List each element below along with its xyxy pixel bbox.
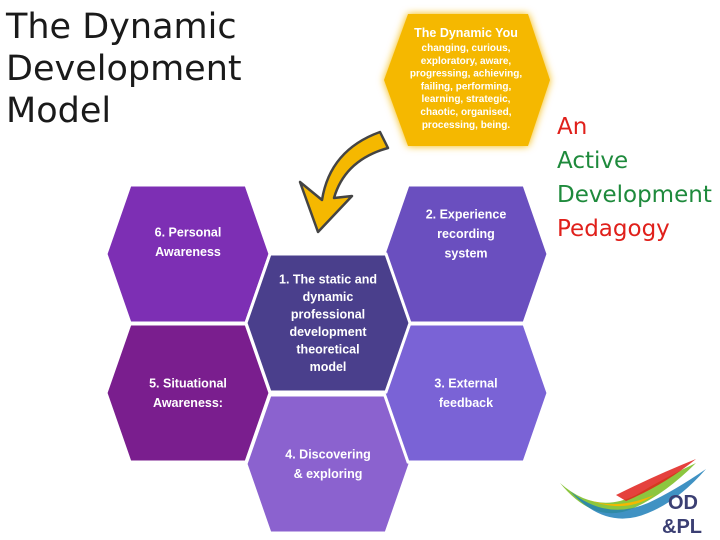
- hexagon-discovering-label: & exploring: [294, 467, 363, 481]
- logo-swoosh-yellow: [586, 495, 654, 507]
- hexagon-experience-label: recording: [437, 227, 495, 241]
- hexagon-center-label: model: [310, 360, 347, 374]
- logo-swoosh-red: [616, 459, 696, 501]
- hexagon-external-label: 3. External: [434, 376, 497, 390]
- title-line-1: The Dynamic: [6, 7, 237, 47]
- dynamic-you-line: chaotic, organised,: [420, 107, 511, 118]
- subtitle: An Active Development Pedagogy: [557, 110, 712, 246]
- hexagon-discovering-shape: [244, 393, 412, 535]
- curved-arrow-shape: [298, 130, 390, 234]
- odpl-logo: OD &PL: [560, 459, 706, 538]
- hexagon-experience-label: 2. Experience: [426, 208, 507, 222]
- hexagon-situational-shape: [104, 322, 272, 464]
- subtitle-line-4: Pedagogy: [557, 216, 670, 242]
- dynamic-you-line: processing, being.: [422, 120, 511, 131]
- dynamic-you-line: learning, strategic,: [422, 94, 511, 105]
- hexagon-external-shape: [382, 322, 550, 464]
- hexagon-center-label: theoretical: [296, 342, 359, 356]
- title-line-3: Model: [6, 91, 112, 131]
- hexagon-personal-label: 6. Personal: [155, 225, 222, 239]
- hexagon-situational-label: Awareness:: [153, 396, 223, 410]
- dynamic-you-hexagon: The Dynamic You changing, curious, explor…: [384, 14, 550, 146]
- title-line-2: Development: [6, 49, 242, 89]
- subtitle-line-1: An: [557, 114, 588, 140]
- dynamic-you-line: changing, curious,: [422, 43, 511, 54]
- dynamic-you-line: progressing, achieving,: [410, 69, 522, 80]
- hexagon-center: 1. The static and dynamic professional deve…: [244, 252, 412, 394]
- dynamic-you-line: exploratory, aware,: [421, 56, 512, 67]
- subtitle-line-2: Active: [557, 148, 629, 174]
- hexagon-discovering-label: 4. Discovering: [285, 447, 370, 461]
- dynamic-you-line: failing, performing,: [421, 81, 512, 92]
- curved-arrow-icon: [298, 130, 390, 234]
- dynamic-you-hexagon-shape: [384, 14, 550, 146]
- hexagon-personal-label: Awareness: [155, 245, 221, 259]
- slide-title: The Dynamic Development Model: [6, 6, 242, 132]
- hexagon-center-label: development: [289, 325, 367, 339]
- hexagon-situational-label: 5. Situational: [149, 376, 227, 390]
- logo-text-top: OD: [668, 492, 698, 514]
- hexagon-experience: 2. Experience recording system: [382, 183, 550, 325]
- hexagon-experience-label: system: [444, 247, 487, 261]
- hexagon-discovering: 4. Discovering & exploring: [244, 393, 412, 535]
- dynamic-you-title: The Dynamic You: [414, 26, 518, 40]
- subtitle-line-3: Development: [557, 182, 712, 208]
- dynamic-you-description: changing, curious, exploratory, aware, pro…: [410, 43, 522, 131]
- hexagon-center-label: dynamic: [303, 290, 354, 304]
- hexagon-center-label: 1. The static and: [279, 272, 377, 286]
- logo-swoosh-blue: [570, 469, 706, 519]
- hexagon-external-label: feedback: [439, 396, 493, 410]
- hexagon-external: 3. External feedback: [382, 322, 550, 464]
- hexagon-center-label: professional: [291, 307, 365, 321]
- hexagon-center-shape: [244, 252, 412, 394]
- logo-text-bottom: &PL: [662, 516, 702, 538]
